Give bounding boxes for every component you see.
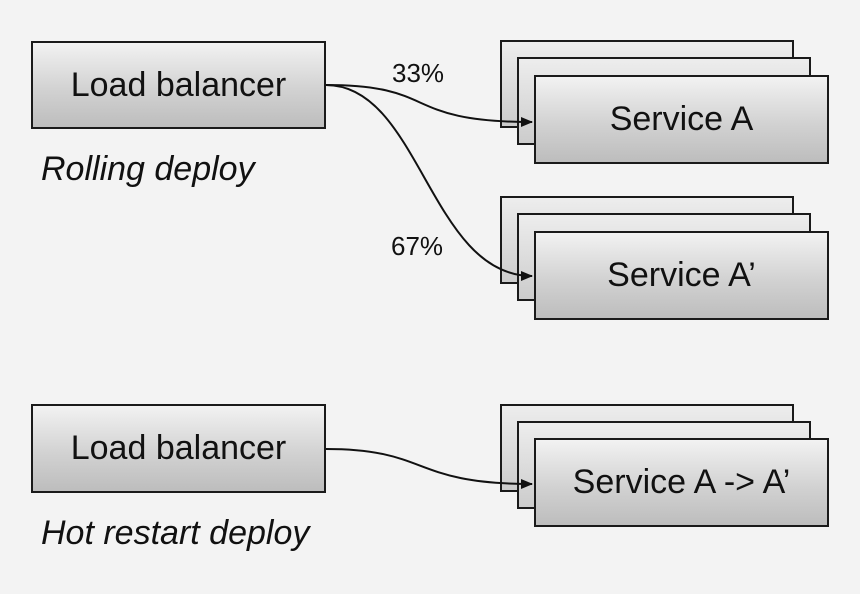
service-a-label: Service A [609,100,754,138]
load-balancer-hot-restart-label: Load balancer [70,429,287,467]
service-a-prime-box: Service A’ [534,231,829,320]
arrow-to-service-hot-restart [325,448,533,489]
rolling-deploy-caption: Rolling deploy [41,150,255,188]
service-a-box: Service A [534,75,829,164]
service-hot-restart-box: Service A -> A’ [534,438,829,527]
load-balancer-rolling: Load balancer [31,41,326,129]
arrow-to-service-a [325,84,533,127]
service-a-prime-label: Service A’ [607,256,756,294]
load-balancer-hot-restart: Load balancer [31,404,326,493]
load-balancer-rolling-label: Load balancer [70,65,287,104]
traffic-split-service-a: 33% [392,58,445,88]
service-hot-restart-label: Service A -> A’ [572,463,791,501]
hot-restart-deploy-caption: Hot restart deploy [41,514,310,552]
arrow-to-service-a-prime [325,84,533,281]
traffic-split-service-a-prime: 67% [391,231,444,261]
